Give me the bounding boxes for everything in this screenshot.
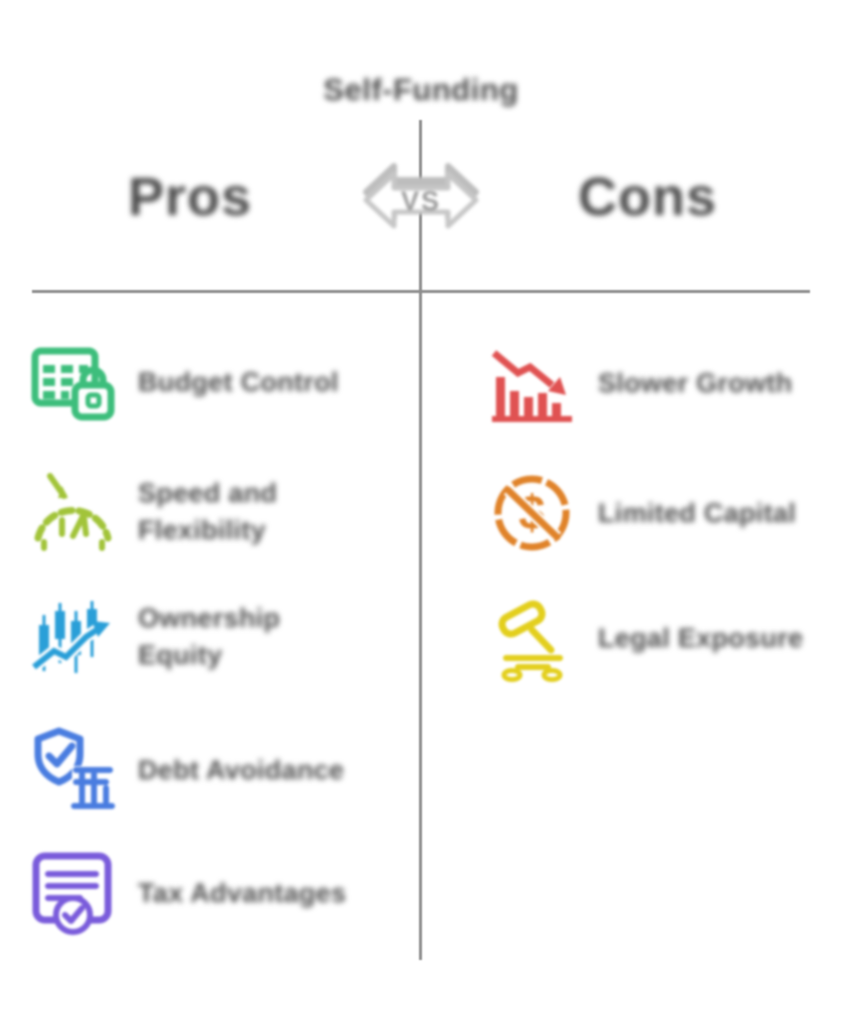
no-money-icon: $: [488, 469, 576, 557]
pros-item-label: Debt Avoidance: [138, 754, 345, 785]
cons-item-label: Limited Capital: [598, 497, 797, 528]
vs-badge: VS: [358, 148, 484, 248]
pros-item-budget-control: Budget Control: [28, 338, 339, 426]
vs-label: VS: [401, 186, 441, 216]
pros-item-ownership-equity: Ownership Equity: [28, 593, 353, 681]
pros-item-label: Speed and Flexibility: [138, 478, 278, 545]
certificate-icon: [28, 849, 116, 937]
pros-item-debt-avoidance: Debt Avoidance: [28, 726, 344, 814]
pros-item-tax-advantages: Tax Advantages: [28, 849, 346, 937]
decline-chart-icon: [488, 339, 576, 427]
cons-item-label: Slower Growth: [598, 367, 793, 398]
center-divider-line: [419, 120, 422, 960]
pros-heading: Pros: [128, 167, 253, 227]
pros-item-label: Budget Control: [138, 366, 339, 397]
speed-gauge-icon: [28, 468, 116, 556]
cons-item-label: Legal Exposure: [598, 622, 804, 653]
pros-item-label: Tax Advantages: [138, 877, 347, 908]
vs-arrow-icon: VS: [363, 163, 479, 229]
cons-heading: Cons: [578, 167, 717, 227]
cons-item-limited-capital: $ Limited Capital: [488, 469, 796, 557]
cons-item-slower-growth: Slower Growth: [488, 339, 792, 427]
gavel-icon: [488, 594, 576, 682]
horizontal-divider-line: [32, 290, 810, 293]
shield-bank-icon: [28, 726, 116, 814]
table-lock-icon: [28, 338, 116, 426]
cons-item-legal-exposure: Legal Exposure: [488, 594, 803, 682]
pros-item-speed-flexibility: Speed and Flexibility: [28, 468, 353, 556]
pros-item-label: Ownership Equity: [138, 603, 281, 670]
page-title: Self-Funding: [323, 72, 519, 107]
growth-chart-icon: [28, 593, 116, 681]
